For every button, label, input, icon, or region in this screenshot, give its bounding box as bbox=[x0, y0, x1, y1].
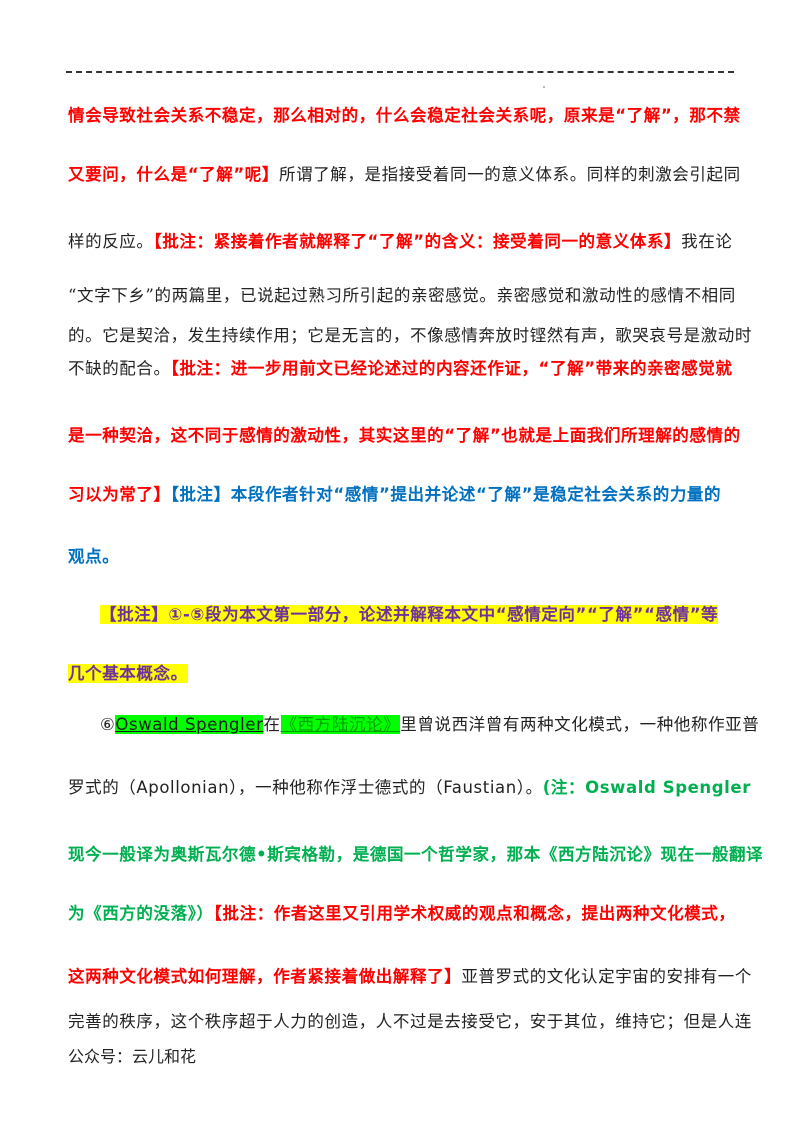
text-line: 观点。 bbox=[68, 545, 738, 569]
annotation-text: 【批注：作者这里又引用学术权威的观点和概念，提出两种文化模式， bbox=[213, 904, 736, 923]
annotation-text: 习以为常了】 bbox=[68, 485, 171, 504]
text-line: “文字下乡”的两篇里，已说起过熟习所引起的亲密感觉。亲密感觉和激动性的感情不相同 bbox=[68, 284, 738, 308]
text-line: 【批注】①-⑤段为本文第一部分，论述并解释本文中“感情定向”“了解”“感情”等 bbox=[100, 603, 740, 627]
body-text: 所谓了解，是指接受着同一的意义体系。同样的刺激会引起同 bbox=[279, 165, 741, 184]
body-text: 里曾说西洋曾有两种文化模式，一种他称作亚普 bbox=[400, 715, 760, 734]
latin-term: Apollonian bbox=[136, 778, 230, 797]
body-text: 我在论 bbox=[681, 232, 733, 251]
text-line: 几个基本概念。 bbox=[68, 662, 738, 686]
summary-comment: 【批注】①-⑤段为本文第一部分，论述并解释本文中“感情定向”“了解”“感情”等 bbox=[100, 605, 719, 624]
body-text: 亚普罗式的文化认定宇宙的安排有一个 bbox=[461, 967, 753, 986]
text-line: 是一种契洽，这不同于感情的激动性，其实这里的“了解”也就是上面我们所理解的感情的 bbox=[68, 424, 741, 448]
text-line: ⑥Oswald Spengler在《西方陆沉论》里曾说西洋曾有两种文化模式，一种… bbox=[100, 713, 759, 737]
annotation-text: 又要问，什么是“了解”呢】 bbox=[68, 165, 279, 184]
body-text: 在 bbox=[263, 715, 281, 734]
body-text: 不缺的配合。 bbox=[68, 359, 171, 378]
text-line: 情会导致社会关系不稳定，那么相对的，什么会稳定社会关系呢，原来是“了解”，那不禁 bbox=[68, 104, 741, 128]
annotation-text: 是一种契洽，这不同于感情的激动性，其实这里的“了解”也就是上面我们所理解的感情的 bbox=[68, 426, 741, 445]
text-line: 罗式的（Apollonian），一种他称作浮士德式的（Faustian）。(注：… bbox=[68, 776, 750, 800]
comment-text: 观点。 bbox=[68, 547, 120, 566]
summary-comment: 几个基本概念。 bbox=[68, 664, 188, 683]
text-line: 样的反应。【批注：紧接着作者就解释了“了解”的含义：接受着同一的意义体系】我在论 bbox=[68, 230, 738, 254]
annotation-text: 情会导致社会关系不稳定，那么相对的，什么会稳定社会关系呢，原来是“了解”，那不禁 bbox=[68, 106, 741, 125]
annotation-text: 【批注：进一步用前文已经论述过的内容还作证，“了解”带来的亲密感觉就 bbox=[170, 359, 733, 378]
latin-term: Faustian bbox=[443, 778, 517, 797]
text-line: 完善的秩序，这个秩序超于人力的创造，人不过是去接受它，安于其位，维持它；但是人连 bbox=[68, 1010, 751, 1034]
body-text: 罗式的（ bbox=[68, 778, 137, 797]
annotation-text: 【批注：紧接着作者就解释了“了解”的含义：接受着同一的意义体系】 bbox=[153, 232, 682, 251]
text-line: 的。它是契洽，发生持续作用；它是无言的，不像感情奔放时铿然有声，歌哭哀号是激动时 bbox=[68, 324, 751, 348]
text-line: 习以为常了】【批注】本段作者针对“感情”提出并论述“了解”是稳定社会关系的力量的 bbox=[68, 483, 738, 507]
body-text: 样的反应。 bbox=[68, 232, 154, 251]
annotation-text: 这两种文化模式如何理解，作者紧接着做出解释了】 bbox=[68, 967, 462, 986]
text-line: 又要问，什么是“了解”呢】所谓了解，是指接受着同一的意义体系。同样的刺激会引起同 bbox=[68, 163, 741, 187]
text-line: 现今一般译为奥斯瓦尔德•斯宾格勒，是德国一个哲学家，那本《西方陆沉论》现在一般翻… bbox=[68, 843, 763, 867]
note-text: 为《西方的没落》） bbox=[68, 904, 214, 923]
body-text: ）。 bbox=[516, 778, 543, 797]
comment-text: 【批注】本段作者针对“感情”提出并论述“了解”是稳定社会关系的力量的 bbox=[170, 485, 722, 504]
paragraph-number: ⑥ bbox=[100, 715, 116, 734]
body-text: ），一种他称作浮士德式的（ bbox=[229, 778, 444, 797]
body-text: 的。它是契洽，发生持续作用；它是无言的，不像感情奔放时铿然有声，歌哭哀号是激动时 bbox=[68, 326, 752, 345]
stray-mark bbox=[543, 86, 545, 88]
body-text: 完善的秩序，这个秩序超于人力的创造，人不过是去接受它，安于其位，维持它；但是人连 bbox=[68, 1012, 752, 1031]
note-text: (注：Oswald Spengler bbox=[542, 778, 751, 797]
footer-account-label: 公众号：云儿和花 bbox=[68, 1047, 197, 1066]
author-name-highlight: Oswald Spengler bbox=[115, 715, 264, 734]
text-line: 为《西方的没落》）【批注：作者这里又引用学术权威的观点和概念，提出两种文化模式， bbox=[68, 902, 738, 926]
text-line: 不缺的配合。【批注：进一步用前文已经论述过的内容还作证，“了解”带来的亲密感觉就 bbox=[68, 357, 738, 381]
header-dashed-rule bbox=[66, 71, 734, 73]
note-text: 现今一般译为奥斯瓦尔德•斯宾格勒，是德国一个哲学家，那本《西方陆沉论》现在一般翻… bbox=[68, 845, 764, 864]
book-title-highlight: 《西方陆沉论》 bbox=[280, 715, 401, 734]
text-line: 这两种文化模式如何理解，作者紧接着做出解释了】亚普罗式的文化认定宇宙的安排有一个 bbox=[68, 965, 751, 989]
body-text: “文字下乡”的两篇里，已说起过熟习所引起的亲密感觉。亲密感觉和激动性的感情不相同 bbox=[68, 286, 736, 305]
